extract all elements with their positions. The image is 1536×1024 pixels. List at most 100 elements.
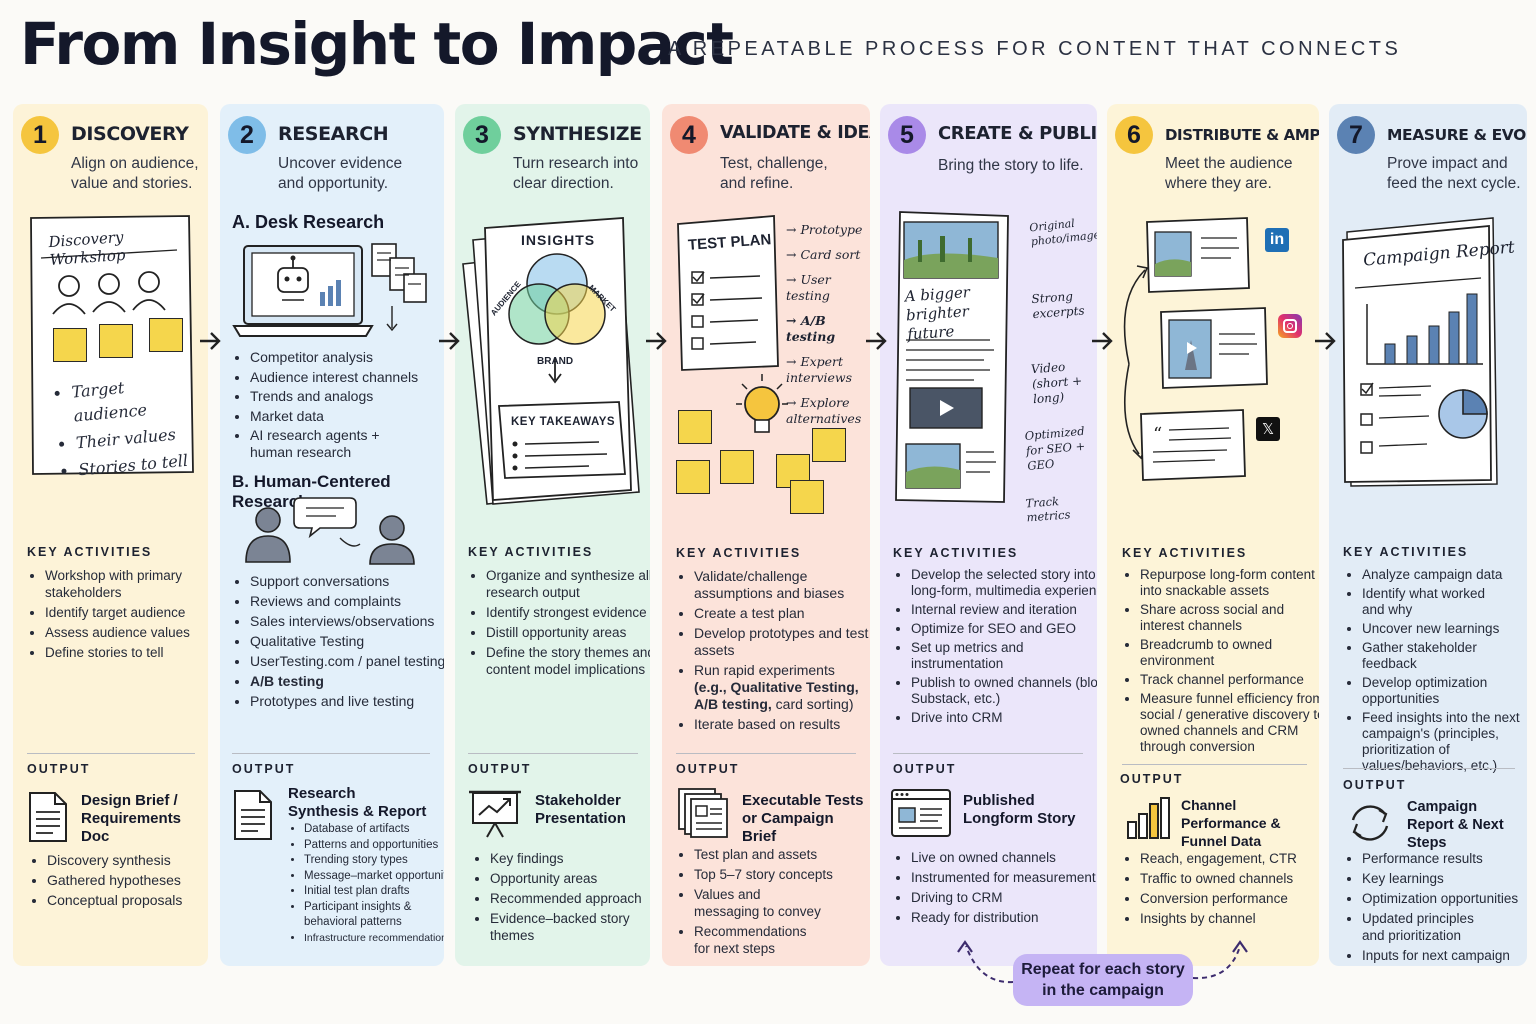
output-heading: OUTPUT <box>27 762 91 776</box>
output-item: Key learnings <box>1362 870 1527 887</box>
stage-number: 5 <box>888 116 926 154</box>
divider <box>893 753 1083 754</box>
output-heading: OUTPUT <box>232 762 296 776</box>
webpage-icon <box>891 789 951 837</box>
output-list: Database of artifacts Patterns and oppor… <box>286 822 444 946</box>
story-callout: Original photo/imagery <box>1028 216 1097 249</box>
activities-list: Analyze campaign data Identify what work… <box>1344 567 1527 777</box>
workshop-list: Target audience Their values Stories to … <box>53 370 200 487</box>
activities-list: Organize and synthesize all research out… <box>468 567 650 681</box>
key-activities-heading: KEY ACTIVITIES <box>1122 546 1248 560</box>
stage-name: MEASURE & EVOLVE <box>1387 126 1527 144</box>
arrow-right-icon <box>646 332 667 350</box>
arrow-right-icon <box>1315 332 1336 350</box>
document-icon <box>29 792 67 842</box>
activity-item: Internal review and iteration <box>911 602 1097 618</box>
output-item: Insights by channel <box>1140 910 1319 927</box>
stage-discovery: 1 DISCOVERY Align on audience, value and… <box>13 104 208 966</box>
stage-tagline: Meet the audience where they are. <box>1165 155 1293 192</box>
output-item: Reach, engagement, CTR <box>1140 850 1319 867</box>
output-heading: OUTPUT <box>676 762 740 776</box>
output-name: Research Synthesis & Report <box>288 785 427 820</box>
page-title: From Insight to Impact <box>20 10 734 78</box>
sticky-note <box>149 318 183 352</box>
output-heading: OUTPUT <box>893 762 957 776</box>
human-item: Qualitative Testing <box>250 633 444 650</box>
activity-item: Optimize for SEO and GEO <box>911 621 1097 637</box>
stage-name: DISTRIBUTE & AMPLIFY <box>1165 126 1319 144</box>
output-name: Campaign Report & Next Steps <box>1407 799 1504 851</box>
document-icon <box>234 790 272 840</box>
linkedin-icon: in <box>1265 228 1289 252</box>
test-option: → Card sort <box>786 247 861 262</box>
x-icon: 𝕏 <box>1256 417 1280 441</box>
desk-item: Trends and analogs <box>250 388 444 405</box>
activity-item: Run rapid experiments(e.g., Qualitative … <box>694 662 870 713</box>
output-item: Updated principles and prioritization <box>1362 910 1492 944</box>
activity-item: Identify strongest evidence <box>486 604 650 621</box>
stage-measure-evolve: 7 MEASURE & EVOLVE Prove impact and feed… <box>1329 104 1527 966</box>
activity-bold: (e.g., Qualitative Testing, <box>694 679 859 695</box>
activity-text: card sorting) <box>771 696 854 712</box>
output-item: Ready for distribution <box>911 909 1097 926</box>
activity-item: Iterate based on results <box>694 716 870 733</box>
output-item: Opportunity areas <box>490 870 650 887</box>
activity-item: Workshop with primary stakeholders <box>45 567 208 601</box>
stage-name: CREATE & PUBLISH <box>938 123 1097 144</box>
stage-name: VALIDATE & IDEATE <box>720 123 870 143</box>
presentation-icon <box>469 790 521 838</box>
output-item: Live on owned channels <box>911 849 1097 866</box>
stage-number: 2 <box>228 116 266 154</box>
desk-research-list: Competitor analysis Audience interest ch… <box>232 349 444 463</box>
test-documents-icon <box>678 788 728 838</box>
lightbulb-icon <box>736 374 788 433</box>
human-research-list: Support conversations Reviews and compla… <box>232 573 444 713</box>
output-list: Discovery synthesis Gathered hypotheses … <box>29 852 208 912</box>
longform-story-icon <box>895 211 1009 503</box>
stage-name: SYNTHESIZE <box>513 123 642 145</box>
activity-item: Identify target audience <box>45 604 208 621</box>
conversation-icon <box>245 497 415 565</box>
activity-item: Set up metrics and instrumentation <box>911 640 1061 672</box>
key-activities-heading: KEY ACTIVITIES <box>676 546 802 560</box>
loop-label: Repeat for each story in the campaign <box>1013 954 1193 1006</box>
activity-item: Feed insights into the next campaign's (… <box>1362 710 1527 774</box>
activity-item: Breadcrumb to owned environment <box>1140 637 1300 669</box>
desk-item: Competitor analysis <box>250 349 444 366</box>
arrow-right-icon <box>200 332 221 350</box>
stage-validate-ideate: 4 VALIDATE & IDEATE Test, challenge, and… <box>662 104 870 966</box>
output-name: Published Longform Story <box>963 792 1076 827</box>
stage-name: DISCOVERY <box>71 123 189 145</box>
human-item: Prototypes and live testing <box>250 693 444 710</box>
activity-item: Assess audience values <box>45 624 208 641</box>
activities-list: Develop the selected story into a long-f… <box>893 567 1097 729</box>
test-plan-icon <box>677 215 779 371</box>
human-item: UserTesting.com / panel testing <box>250 653 444 670</box>
sticky-note <box>53 328 87 362</box>
test-plan-options: → Prototype → Card sort → User testing →… <box>786 222 870 427</box>
output-list: Reach, engagement, CTR Traffic to owned … <box>1122 850 1319 930</box>
output-item: Key findings <box>490 850 650 867</box>
output-item: Inputs for next campaign <box>1362 947 1527 964</box>
stage-number: 6 <box>1115 116 1153 154</box>
output-item: Driving to CRM <box>911 889 1097 906</box>
activity-item: Track channel performance <box>1140 672 1319 688</box>
workshop-sketch: Discovery Workshop Target audience Their… <box>27 214 195 479</box>
output-name: Design Brief / Requirements Doc <box>81 792 182 845</box>
divider <box>27 753 195 754</box>
campaign-report-icon <box>1342 217 1498 487</box>
sticky-note <box>790 480 824 514</box>
key-activities-heading: KEY ACTIVITIES <box>468 545 594 559</box>
divider <box>1343 768 1515 769</box>
output-name: Executable Tests or Campaign Brief <box>742 792 864 845</box>
test-option: → User testing <box>786 272 831 303</box>
output-name: Channel Performance & Funnel Data <box>1181 797 1281 849</box>
laptop-robot-icon <box>232 243 427 337</box>
output-item: Recommendations for next steps <box>694 923 824 957</box>
activity-text: Run rapid experiments <box>694 662 835 678</box>
sticky-note <box>678 410 712 444</box>
activity-item: Measure funnel efficiency from social / … <box>1140 691 1319 755</box>
output-heading: OUTPUT <box>1343 778 1407 792</box>
output-list: Test plan and assets Top 5–7 story conce… <box>676 846 870 960</box>
stage-create-publish: 5 CREATE & PUBLISH Bring the story to li… <box>880 104 1097 966</box>
